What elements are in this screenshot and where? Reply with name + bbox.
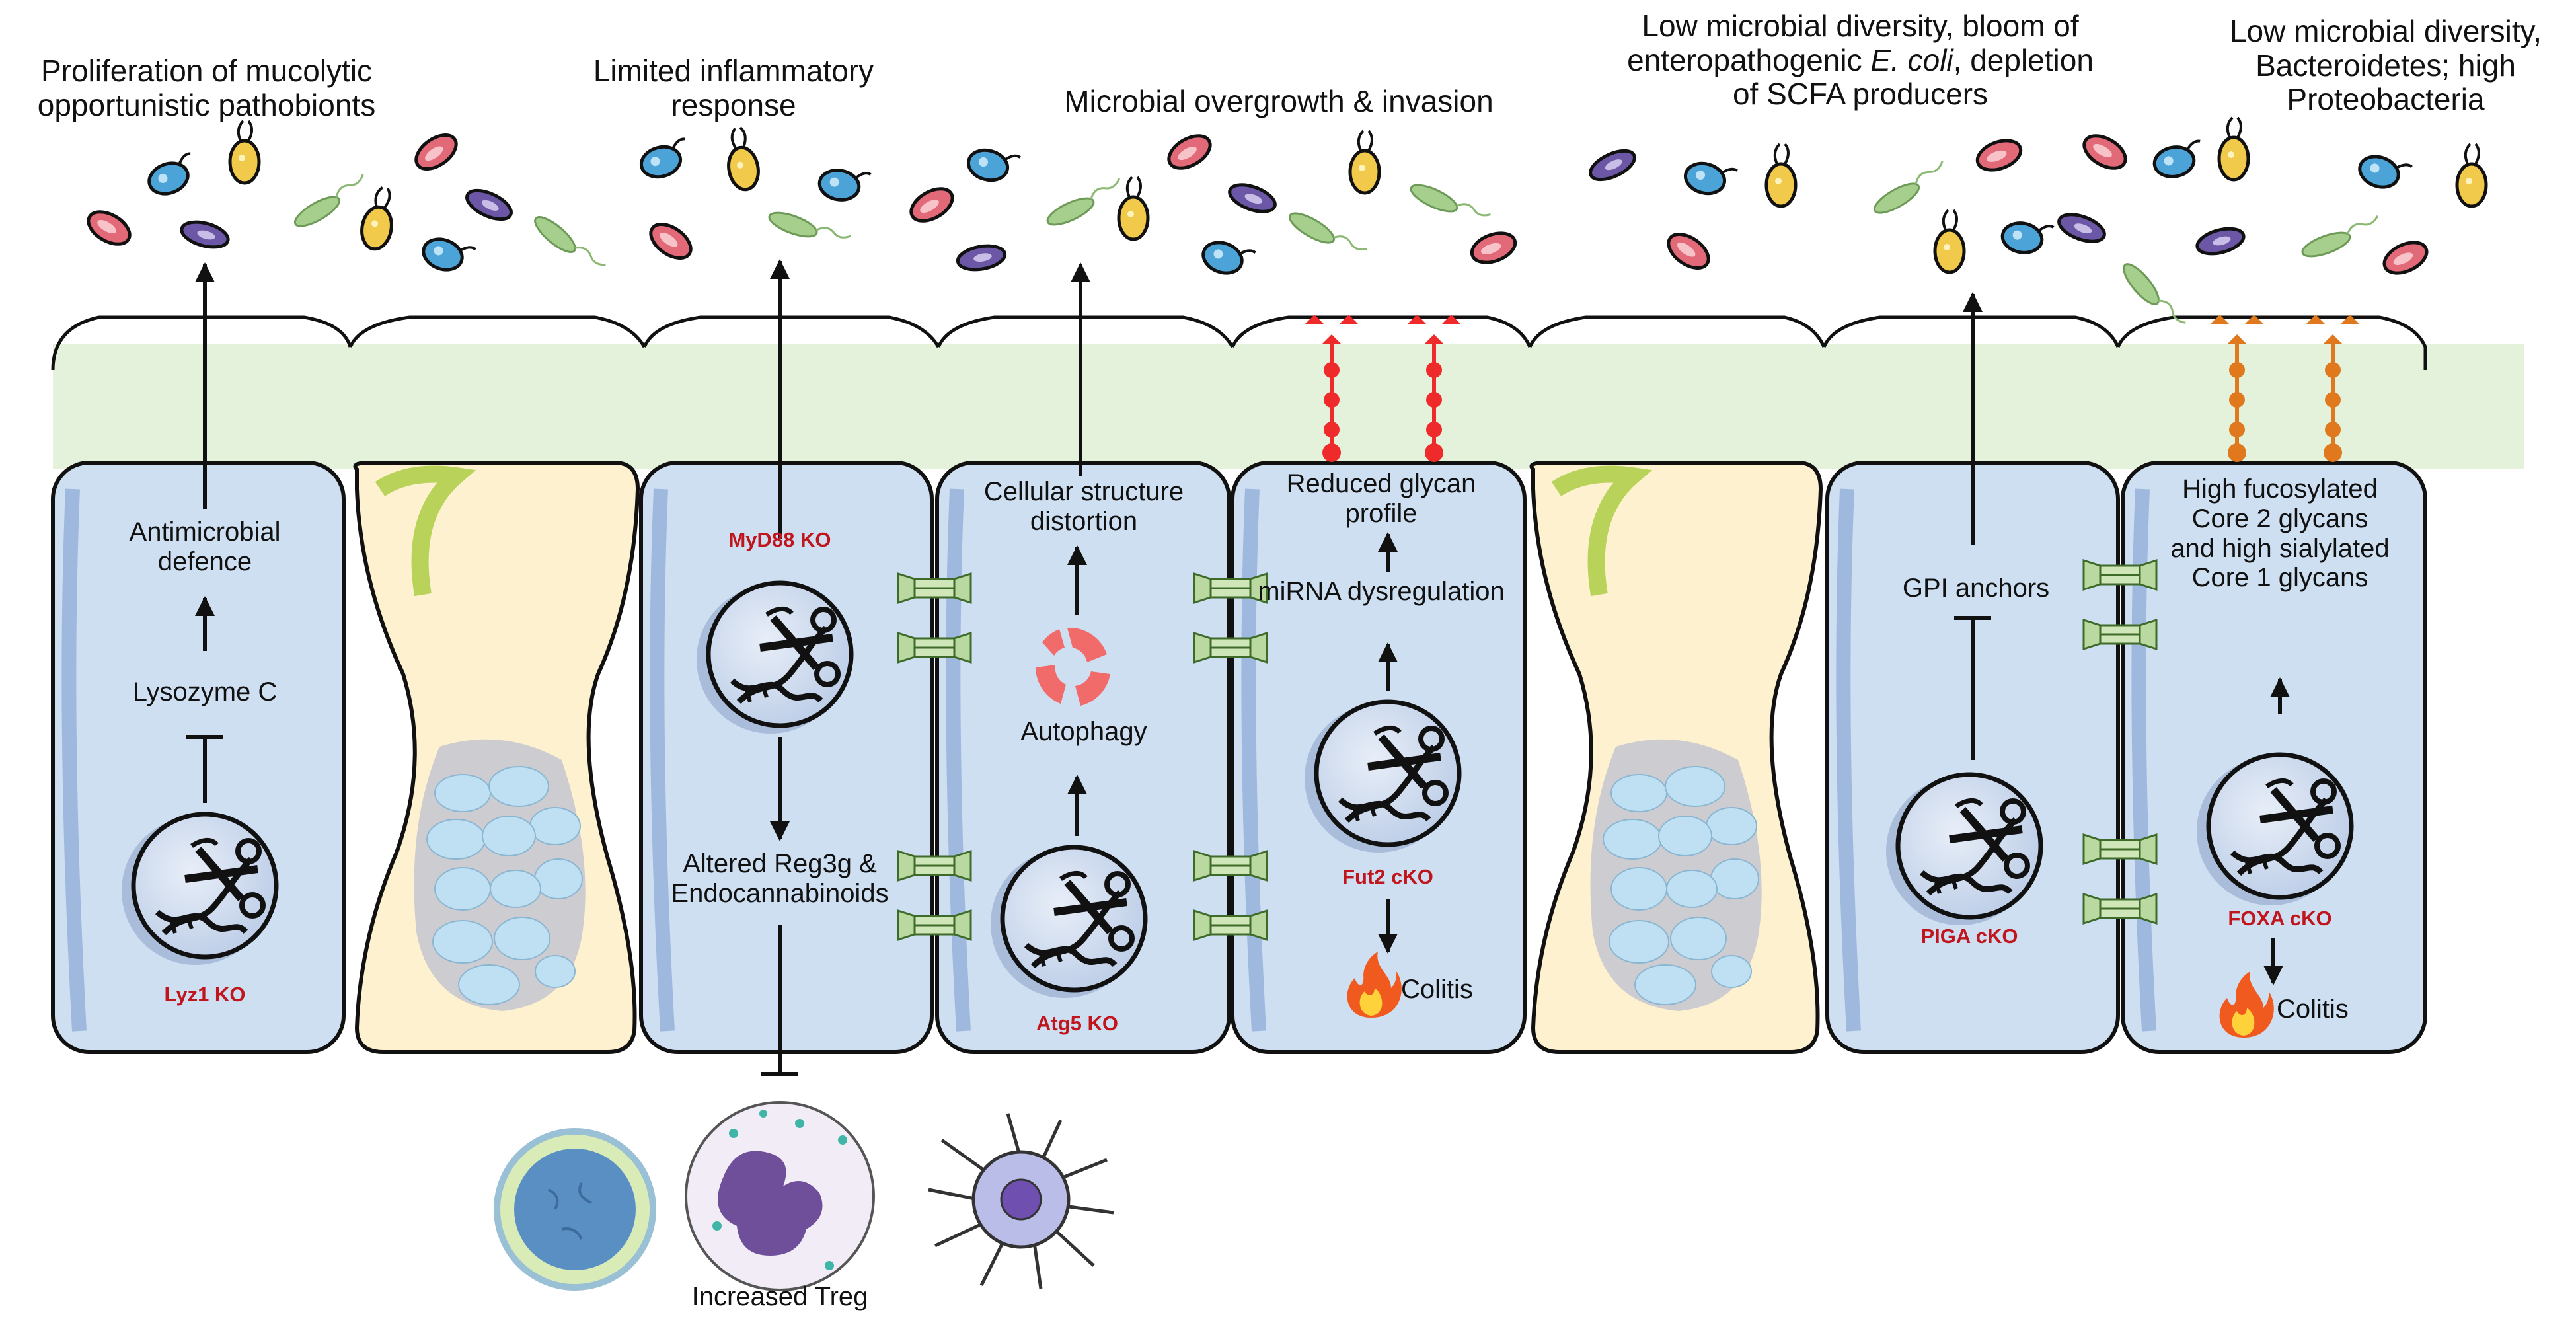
- immune-cell-dendritic: [928, 1113, 1114, 1289]
- piga-ko-label: PIGA cKO: [1920, 925, 2018, 948]
- atg5-step2-label: Cellular structure distortion: [983, 477, 1184, 536]
- atg5-ko-label: Atg5 KO: [1036, 1012, 1118, 1035]
- fut2-colitis-label: Colitis: [1401, 975, 1473, 1004]
- foxa-step1-label: High fucosylated Core 2 glycans and high…: [2170, 475, 2390, 593]
- myd88-step1-label: Altered Reg3g & Endocannabinoids: [671, 849, 889, 908]
- fut2-outcome-label: Low microbial diversity, bloom of entero…: [1619, 9, 2102, 112]
- pathway-arrows: [186, 259, 2290, 1076]
- cell-apical-arcs: [51, 315, 2427, 371]
- atg5-step1-label: Autophagy: [1020, 717, 1147, 746]
- microbiota: [83, 118, 2486, 336]
- fut2-outcome-text-italic: E. coli: [1870, 42, 1953, 77]
- lyz1-step2-label: Antimicrobial defence: [129, 517, 281, 576]
- myd88-outcome-label: Limited inflammatory response: [593, 54, 874, 122]
- lyz1-step1-label: Lysozyme C: [132, 677, 278, 706]
- immune-cell-lymphocyte: [494, 1128, 656, 1291]
- foxa-colitis-flame-icon: [2219, 971, 2274, 1038]
- mucus-layer: [53, 344, 2524, 469]
- cell-goblet-1: [353, 461, 640, 1054]
- myd88-ko-label: MyD88 KO: [728, 528, 831, 551]
- foxa-ko-label: FOXA cKO: [2228, 907, 2332, 930]
- foxa-outcome-label: Low microbial diversity, Bacteroidetes; …: [2229, 14, 2542, 117]
- atg5-outcome-label: Microbial overgrowth & invasion: [1064, 84, 1494, 118]
- lyz1-outcome-label: Proliferation of mucolytic opportunistic…: [37, 54, 376, 122]
- piga-step1-label: GPI anchors: [1902, 574, 2050, 603]
- cell-goblet-2: [1529, 461, 1823, 1054]
- fut2-ko-label: Fut2 cKO: [1342, 865, 1433, 888]
- lyz1-ko-label: Lyz1 KO: [164, 983, 246, 1006]
- fut2-glycans: [1305, 315, 1460, 462]
- fut2-step2-label: Reduced glycan profile: [1286, 469, 1476, 528]
- foxa-colitis-label: Colitis: [2277, 995, 2349, 1024]
- autophagy-icon: [1036, 627, 1110, 706]
- foxa-glycans: [2211, 315, 2359, 462]
- cell-enterocyte-myd88: [639, 461, 934, 1054]
- immune-cell-neutrophil: [685, 1101, 875, 1291]
- fut2-colitis-flame-icon: [1347, 952, 1402, 1018]
- fut2-outcome-text-a: Low microbial diversity, bloom of entero…: [1627, 9, 2079, 77]
- fut2-outcome-text-b: , depletion of SCFA producers: [1732, 42, 2094, 112]
- fut2-step1-label: miRNA dysregulation: [1258, 577, 1505, 606]
- myd88-bottom-label: Increased Treg: [691, 1282, 868, 1311]
